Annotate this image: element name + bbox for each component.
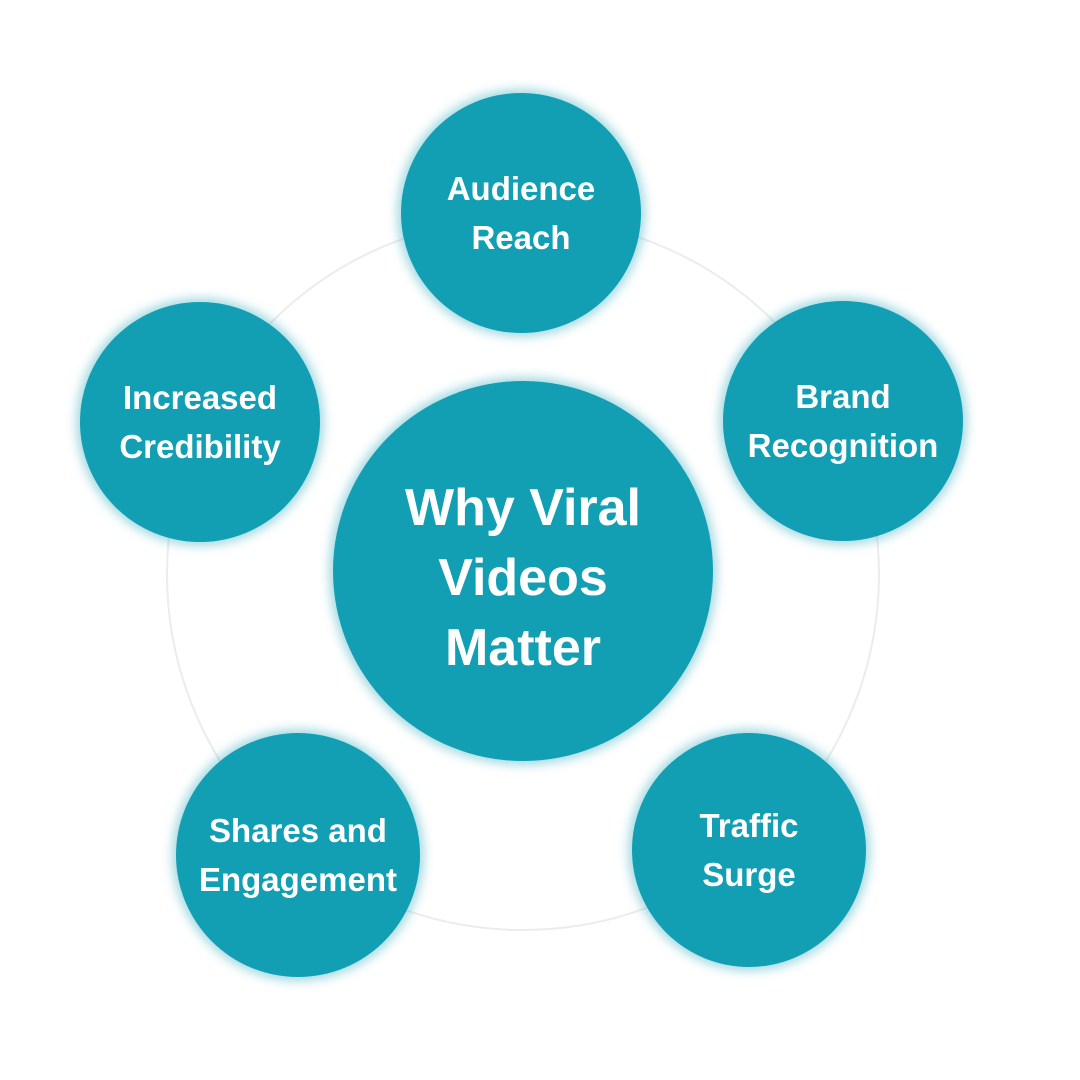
node-increased-credibility: Increased Credibility <box>80 302 320 542</box>
node-label-line: Recognition <box>747 427 939 464</box>
node-label-line: Reach <box>471 219 571 256</box>
center-node-label-line: Videos <box>438 548 608 607</box>
node-label-line: Shares and <box>209 811 387 849</box>
node-traffic-surge: Traffic Surge <box>632 733 866 967</box>
node-label-line: Engagement <box>198 861 398 898</box>
node-shares-and-engagement: Shares and Engagement <box>176 733 420 977</box>
node-label-line: Surge <box>702 856 796 893</box>
node-label-line: Increased <box>122 378 278 416</box>
node-label-line: Traffic <box>699 806 799 844</box>
node-brand-recognition: Brand Recognition <box>723 301 963 541</box>
center-node-label-line: Matter <box>444 619 602 678</box>
center-node-label-line: Why Viral <box>404 478 641 537</box>
node-label-line: Credibility <box>119 428 281 465</box>
node-label-line: Audience <box>446 169 596 207</box>
node-audience-reach: Audience Reach <box>401 93 641 333</box>
center-node-why-viral-videos-matter: Why Viral Videos Matter <box>333 381 713 761</box>
node-label-line: Brand <box>795 377 891 415</box>
